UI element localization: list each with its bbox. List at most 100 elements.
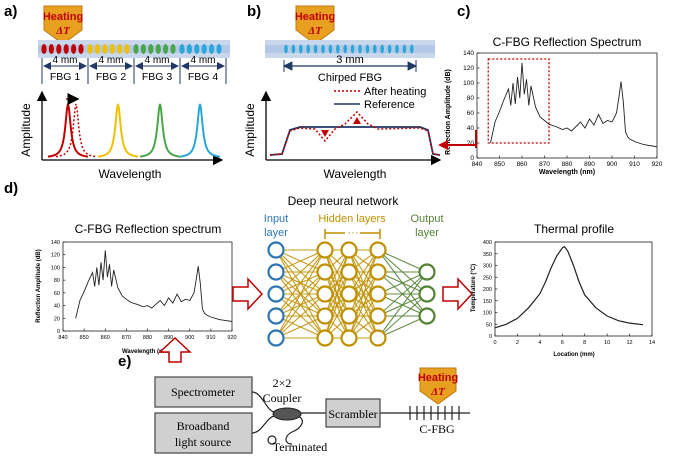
- fbg-label: FBG 2: [96, 71, 127, 83]
- spectrum-b-y-label: Amplitude: [243, 103, 257, 157]
- x-tick-label: 6: [561, 340, 564, 346]
- hidden-layers-bracket: [324, 229, 381, 239]
- fbg-grating: [48, 44, 55, 54]
- panel-label-b: b): [247, 3, 261, 20]
- chirped-grating: [321, 44, 325, 54]
- fbg-grating: [117, 44, 123, 54]
- length-label-b: 3 mm: [336, 54, 364, 66]
- y-tick-label: 250: [483, 275, 492, 281]
- x-tick-label: 920: [652, 161, 663, 168]
- chirped-grating: [402, 44, 407, 54]
- connection: [377, 271, 428, 295]
- fiber-label-b: Chirped FBG: [318, 72, 382, 84]
- neuron: [316, 263, 334, 281]
- neuron: [418, 307, 436, 325]
- connection: [348, 293, 379, 339]
- chart-d-y-label: Reflection Amplitude (dB): [36, 249, 42, 322]
- neuron: [316, 329, 334, 347]
- chirped-grating: [284, 44, 288, 54]
- peak-arrow-b: [353, 117, 361, 124]
- segment-length-label: 4 mm: [99, 55, 124, 66]
- chirped-grating: [373, 44, 377, 54]
- connection: [324, 249, 350, 317]
- y-tick-label: 50: [486, 322, 492, 328]
- plot-frame: [494, 241, 653, 337]
- chirped-grating: [328, 44, 333, 54]
- cfbg-gratings-e: [409, 406, 460, 420]
- legend-b: After heating Reference: [334, 86, 426, 111]
- y-tick-label: 350: [483, 252, 492, 258]
- chirped-gratings-b: [284, 44, 414, 54]
- y-tick-label: 80: [467, 95, 475, 102]
- neuron: [369, 329, 387, 347]
- heating-label-a: Heating: [43, 11, 83, 23]
- fbg-grating: [148, 44, 154, 54]
- light-source-label-2: light source: [175, 435, 231, 449]
- chirped-grating: [365, 44, 370, 54]
- neuron: [418, 285, 436, 303]
- y-tick-label: 80: [54, 278, 60, 284]
- panel-label-e: e): [118, 353, 131, 370]
- reference-curve-b: [269, 126, 441, 156]
- output-layer-label-2: layer: [415, 227, 439, 239]
- plot-frame: [476, 52, 658, 159]
- chirped-grating: [350, 44, 355, 54]
- connection: [377, 315, 428, 339]
- y-tick-label: 0: [57, 329, 60, 335]
- legend-reference: Reference: [364, 99, 415, 111]
- y-tick-label: 20: [467, 140, 475, 147]
- spectrum-a-x-label: Wavelength: [99, 167, 162, 181]
- y-tick-label: 0: [470, 155, 474, 162]
- chirped-grating: [410, 44, 414, 54]
- chirped-grating: [358, 44, 362, 54]
- connection: [275, 271, 326, 339]
- fbg-grating: [78, 44, 84, 54]
- x-tick-label: 870: [539, 161, 550, 168]
- delta-t-label-b: ΔT: [307, 25, 323, 37]
- spectrometer-label: Spectrometer: [171, 385, 235, 399]
- x-tick-label: 900: [185, 335, 194, 341]
- chirped-grating: [387, 44, 392, 54]
- input-layer-label-1: Input: [264, 213, 288, 225]
- coupler-ellipse: [272, 407, 302, 421]
- data-line: [494, 245, 644, 329]
- segment-length-label: 4 mm: [145, 55, 170, 66]
- neuron: [340, 285, 358, 303]
- x-tick-label: 870: [122, 335, 131, 341]
- x-tick-label: 860: [101, 335, 110, 341]
- neuron: [316, 241, 334, 259]
- dnn-title: Deep neural network: [288, 194, 400, 208]
- connection: [324, 271, 350, 339]
- light-source-label-1: Broadband: [177, 419, 230, 433]
- thermal-y-label: Temperature (°C): [471, 264, 477, 312]
- after-heating-curve-b: [269, 110, 441, 156]
- spectrum-peak: [47, 103, 89, 158]
- connection: [275, 293, 326, 339]
- y-tick-label: 100: [51, 265, 60, 271]
- y-tick-label: 0: [489, 334, 492, 340]
- delta-t-label-e: ΔT: [430, 386, 446, 398]
- fiber-lines-e: [251, 391, 470, 445]
- neuron: [267, 263, 285, 281]
- spectrum-peak: [179, 103, 221, 158]
- connection: [348, 249, 379, 339]
- fbg-grating: [179, 44, 185, 54]
- spectrum-peak: [139, 103, 181, 158]
- plot-frame: [62, 241, 233, 332]
- x-tick-label: 880: [143, 335, 152, 341]
- fbg-grating: [63, 44, 69, 54]
- chirped-grating: [291, 44, 296, 54]
- chart-c-x-label: Wavelength (nm): [539, 169, 595, 176]
- connection: [275, 249, 326, 317]
- fbg-grating: [170, 44, 176, 54]
- spectrum-peaks-a: [47, 103, 221, 158]
- heating-badge-e: Heating ΔT: [418, 367, 458, 405]
- fbg-gratings-a: [41, 44, 222, 54]
- thermal-title: Thermal profile: [534, 222, 614, 236]
- neural-network: [267, 241, 436, 347]
- x-tick-label: 840: [58, 335, 67, 341]
- terminated-label: Terminated: [273, 440, 327, 454]
- legend-after-heating: After heating: [364, 86, 426, 98]
